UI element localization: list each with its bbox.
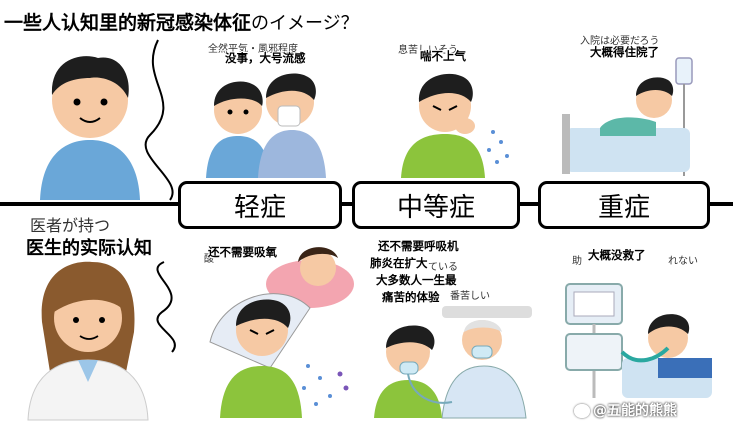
doctor-perception-title: 医生的实际认知 (26, 238, 152, 259)
watermark-text: @五能的熊熊 (593, 403, 677, 419)
doctor-moderate-ghost-2: 番苦しい (450, 291, 490, 302)
oxygen-patients-illustration (374, 306, 532, 419)
moderate-public-caption: 喘不上气 (420, 49, 466, 63)
doctor-severe-ghost-suffix: れない (668, 256, 698, 267)
cold-people-illustration (206, 73, 326, 178)
doctor-moderate-caption-2: 肺炎在扩大 (370, 256, 428, 270)
weibo-icon (574, 404, 590, 418)
hospital-bed-illustration (562, 57, 693, 176)
watermark: @五能的熊熊 (574, 400, 677, 420)
doctor-mild-ghost: 酸 (204, 254, 214, 265)
coughing-man-illustration (401, 73, 509, 178)
sick-patients-illustration (209, 247, 354, 418)
doctor-severe-caption: 大概没救了 (588, 248, 646, 262)
title-zh: 一些人认知里的新冠感染体征 (4, 12, 252, 34)
doctor-ghost-jp: 医者が持つ (30, 216, 111, 235)
severe-ghost-jp: 入院は必要だろう (580, 36, 660, 47)
doctor-moderate-caption-4: 痛苦的体验 (382, 290, 440, 304)
thought-bubble (144, 39, 174, 201)
title-jp-suffix: のイメージ？ (251, 13, 359, 34)
ventilator-patient-illustration (565, 283, 712, 398)
public-perception-title: 一些人认知里的新冠感染体征のイメージ？ (4, 8, 359, 35)
stage-severe-label: 重症 (597, 192, 650, 223)
doctor-moderate-caption-1: 还不需要呼吸机 (378, 239, 459, 253)
mild-public-caption: 没事，大号流感 (225, 51, 306, 65)
stage-moderate-box: 中等症 (352, 181, 520, 229)
thinking-man-illustration (40, 39, 174, 201)
stage-moderate-label: 中等症 (396, 192, 475, 223)
mild-ghost-jp: 全然平気・風邪程度 (208, 44, 298, 55)
doctor-illustration (27, 261, 176, 421)
doctor-moderate-ghost-1: ている (428, 262, 458, 273)
severe-public-caption: 大概得住院了 (590, 45, 659, 59)
doctor-thought-bubble (156, 261, 176, 353)
moderate-ghost-jp: 息苦しいそう (398, 45, 458, 56)
stage-mild-box: 轻症 (178, 181, 342, 229)
stage-mild-label: 轻症 (233, 192, 286, 223)
doctor-mild-caption: 还不需要吸氧 (208, 245, 277, 259)
stage-severe-box: 重症 (538, 181, 710, 229)
doctor-severe-ghost-prefix: 助 (572, 256, 582, 267)
doctor-moderate-caption-3: 大多数人一生最 (376, 273, 457, 287)
